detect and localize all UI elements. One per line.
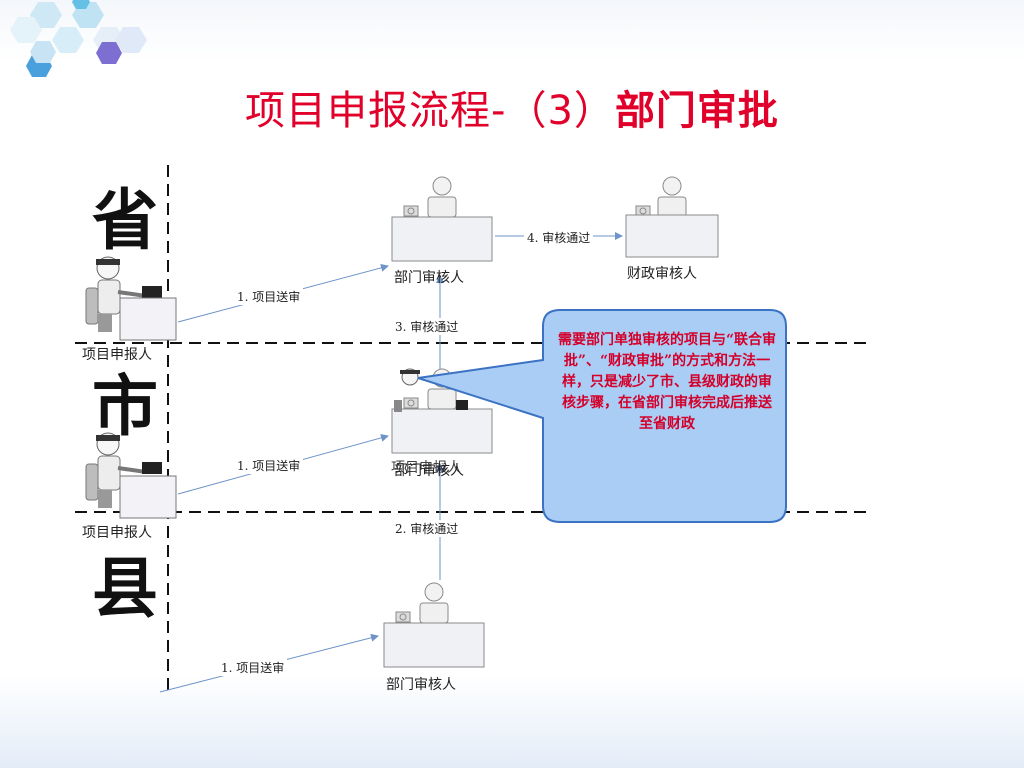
step-province-to-finance: 4. 审核通过 [524,229,594,246]
province-finance-reviewer-label: 财政审核人 [627,266,697,282]
level-county: 县 [92,550,158,627]
slide-title: 项目申报流程-（3）部门审批 [0,78,1024,136]
city-applicant-figure [85,432,177,519]
step-province-submit: 1. 项目送审 [234,288,304,305]
callout-box [417,309,787,523]
level-city: 市 [92,368,158,445]
level-province: 省 [92,182,158,259]
hexagon-decoration [10,0,147,77]
title-part-1: 项目申报流程-（3） [245,88,615,134]
callout-text: 需要部门单独审核的项目与“联合审批”、“财政审批”的方式和方法一样，只是减少了市… [557,332,777,432]
step-city-to-province: 3. 审核通过 [392,318,462,335]
county-dept-reviewer-label: 部门审核人 [386,677,456,693]
city-overlap-applicant-label: 项目申报人 [391,460,461,476]
province-dept-reviewer-label: 部门审核人 [394,270,464,286]
city-applicant-label: 项目申报人 [82,525,152,541]
province-applicant-label: 项目申报人 [82,347,152,363]
province-applicant-figure [85,256,177,341]
city-dept-reviewer-label: 部门审核人 [394,463,464,479]
step-county-to-city: 2. 审核通过 [392,520,462,537]
province-finance-reviewer-figure [625,176,719,258]
province-dept-reviewer-figure [391,176,493,262]
step-city-submit: 1. 项目送审 [234,457,304,474]
step-county-submit: 1. 项目送审 [218,659,288,676]
county-dept-reviewer-figure [383,582,485,668]
title-part-2: 部门审批 [614,88,779,134]
